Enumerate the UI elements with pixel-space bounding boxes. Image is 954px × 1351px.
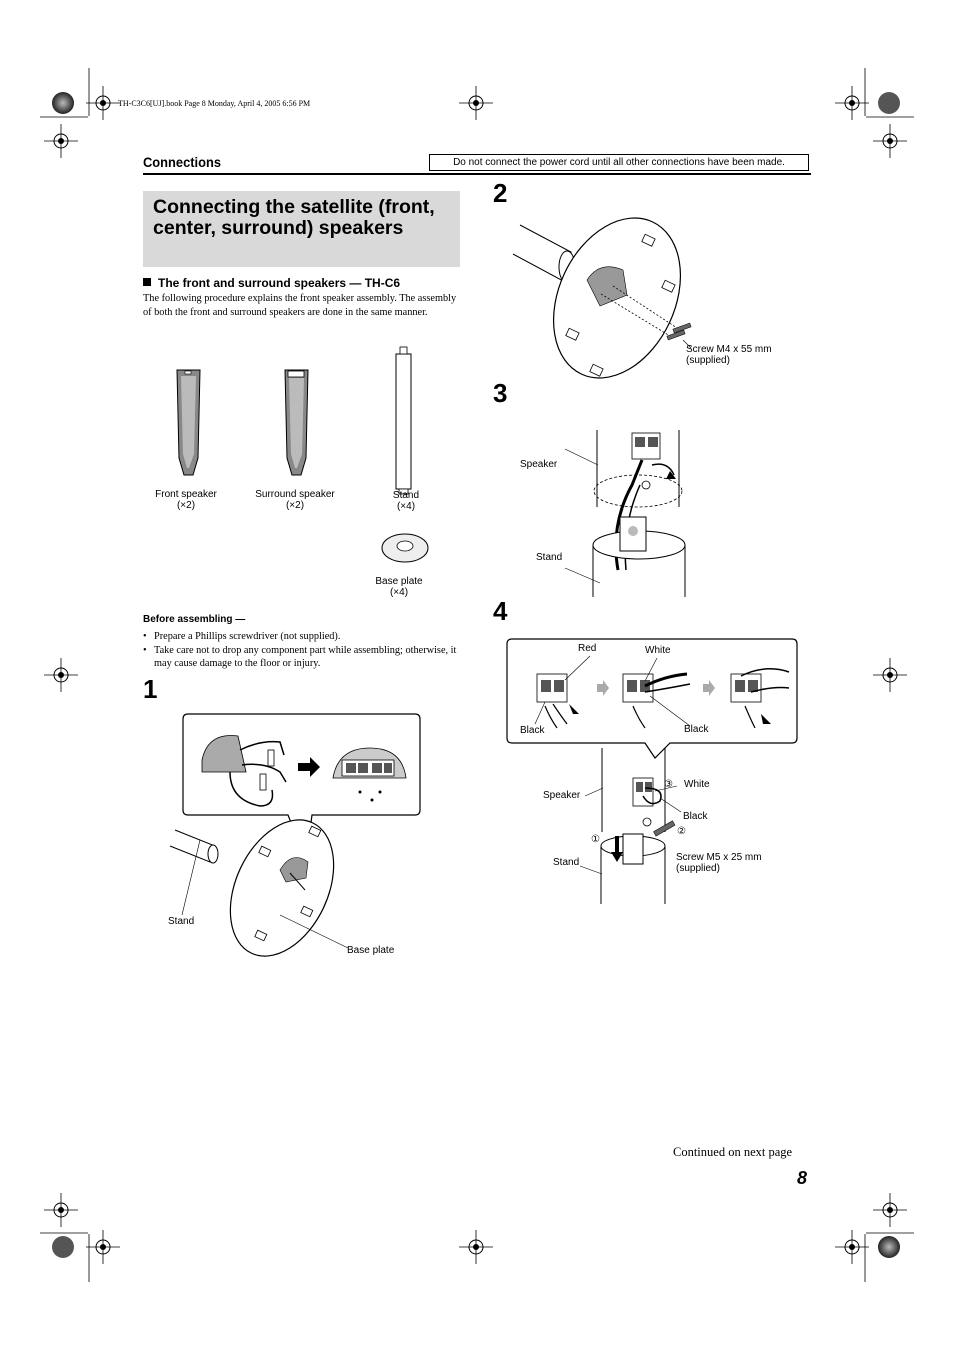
step-3-number: 3: [493, 378, 508, 408]
step-4-stand-label: Stand: [553, 857, 580, 868]
step-4-circled-2: ②: [677, 826, 686, 837]
step-4-speaker-label: Speaker: [543, 790, 581, 801]
base-plate-label: Base plate(×4): [375, 576, 423, 598]
before-assembling-heading: Before assembling —: [143, 614, 246, 625]
step-2-screw-label: Screw M4 x 55 mm(supplied): [686, 344, 772, 366]
target-mark: [52, 92, 900, 1258]
step-1-stand-label: Stand: [168, 916, 195, 927]
section-title: Connections: [143, 154, 221, 170]
step-4-red-label: Red: [578, 643, 597, 654]
step-4-circled-3: ③: [664, 779, 673, 790]
step-3-illustration: [564, 430, 686, 597]
step-3-speaker-label: Speaker: [520, 459, 558, 470]
step-4-illustration: [506, 638, 798, 904]
before-assembling-list: Prepare a Phillips screwdriver (not supp…: [143, 630, 461, 671]
parts-illustration: [176, 346, 429, 563]
step-4-black-left-label: Black: [520, 725, 545, 736]
page-number: 8: [797, 1168, 808, 1188]
continued-note: Continued on next page: [673, 1145, 793, 1159]
page-title-box: Connecting the satellite (front, center,…: [143, 191, 460, 267]
power-cord-warning: Do not connect the power cord until all …: [429, 154, 809, 171]
step-2-illustration: [512, 217, 692, 379]
subheading-text: The front and surround speakers — TH-C6: [158, 276, 401, 290]
list-item: Prepare a Phillips screwdriver (not supp…: [143, 630, 461, 644]
base-plate-illustration: [381, 533, 429, 563]
step-1-illustration: [169, 713, 421, 957]
surround-speaker-label: Surround speaker(×2): [255, 489, 335, 511]
list-item: Take care not to drop any component part…: [143, 644, 461, 671]
step-4-circled-1: ①: [591, 834, 600, 845]
header-rule: [143, 173, 811, 175]
page-title: Connecting the satellite (front, center,…: [153, 196, 435, 239]
surround-speaker-illustration: [284, 369, 309, 476]
step-4-number: 4: [493, 596, 508, 626]
step-1-base-plate-label: Base plate: [347, 945, 395, 956]
intro-text: The following procedure explains the fro…: [143, 293, 457, 318]
step-1-number: 1: [143, 674, 158, 704]
front-speaker-label: Front speaker(×2): [155, 489, 217, 511]
print-meta: TH-C3C6[UJ].book Page 8 Monday, April 4,…: [118, 99, 311, 108]
step-3-stand-label: Stand: [536, 552, 563, 563]
step-4-white-top-label: White: [645, 645, 671, 656]
subheading: The front and surround speakers — TH-C6: [143, 276, 400, 290]
step-4-white-label: White: [684, 779, 710, 790]
square-bullet-icon: [143, 278, 151, 286]
step-4-black-right-label: Black: [684, 724, 709, 735]
step-2-number: 2: [493, 178, 508, 208]
front-speaker-illustration: [176, 369, 201, 476]
stand-illustration: [395, 346, 412, 495]
step-4-screw-label: Screw M5 x 25 mm(supplied): [676, 852, 762, 874]
step-4-black-label: Black: [683, 811, 708, 822]
stand-label: Stand(×4): [392, 490, 420, 512]
